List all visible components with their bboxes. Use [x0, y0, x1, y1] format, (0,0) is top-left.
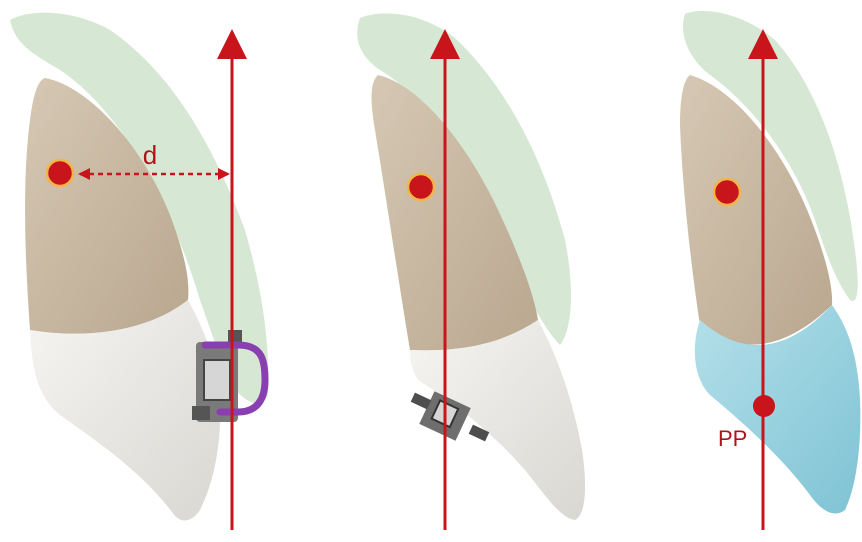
panel-bracket-only — [357, 13, 585, 530]
center-of-resistance-dot — [408, 174, 434, 200]
panel-bracket-with-spring: d — [10, 13, 268, 530]
pressure-point-label: PP — [718, 426, 747, 451]
distance-label: d — [143, 140, 157, 170]
panel-crown-restoration: PP — [680, 11, 860, 530]
center-of-resistance-dot — [714, 179, 740, 205]
distance-arrowhead-right — [218, 168, 230, 180]
center-of-resistance-dot — [47, 160, 73, 186]
pressure-point-dot — [753, 395, 775, 417]
